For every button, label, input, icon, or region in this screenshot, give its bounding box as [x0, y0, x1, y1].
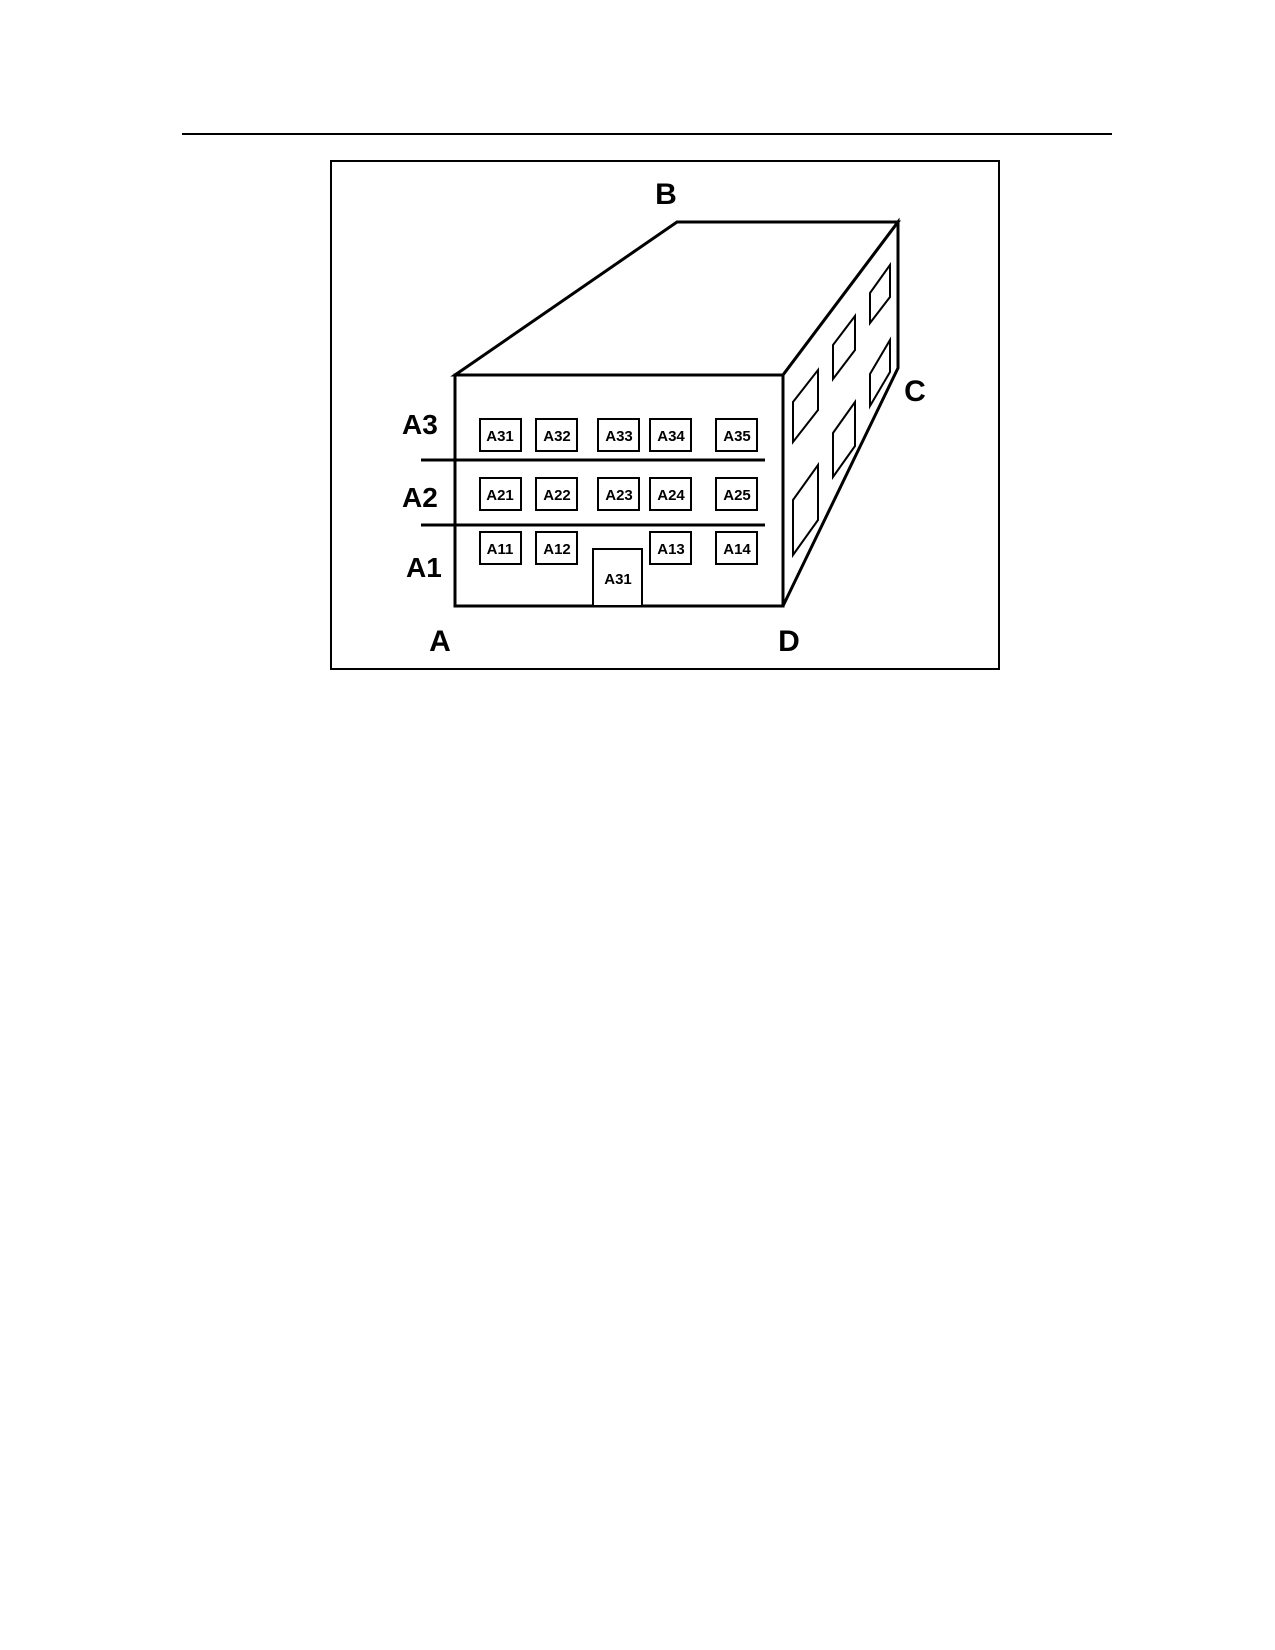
floor-label-a3: A3	[402, 409, 438, 440]
room-label: A31	[486, 428, 514, 445]
room-box	[535, 477, 578, 511]
room-box	[479, 418, 522, 452]
side-window	[869, 336, 891, 410]
room-label: A13	[657, 541, 685, 558]
room-label: A12	[543, 541, 571, 558]
side-window	[832, 313, 856, 382]
entrance-door	[592, 548, 643, 607]
floor-1-rooms: A11 A12 A13 A14 A31	[479, 531, 758, 607]
corner-label-c: C	[904, 375, 926, 408]
corner-label-d: D	[778, 625, 800, 658]
corner-label-b: B	[655, 178, 677, 211]
room-box	[535, 418, 578, 452]
side-window	[792, 461, 819, 559]
room-label: A35	[723, 428, 751, 445]
room-label: A22	[543, 487, 571, 504]
room-label: A23	[605, 487, 633, 504]
room-box	[535, 531, 578, 565]
room-label: A25	[723, 487, 751, 504]
entrance-label: A31	[604, 571, 632, 588]
room-box	[597, 418, 640, 452]
room-box	[649, 418, 692, 452]
room-label: A14	[723, 541, 751, 558]
room-box	[479, 531, 522, 565]
room-label: A33	[605, 428, 633, 445]
room-box	[649, 531, 692, 565]
room-box	[715, 477, 758, 511]
room-label: A11	[487, 541, 514, 558]
figure-frame	[330, 160, 1000, 670]
floor-label-a2: A2	[402, 482, 438, 513]
room-label: A24	[657, 487, 685, 504]
floor-2-rooms: A21 A22 A23 A24 A25	[479, 477, 758, 511]
side-window	[832, 398, 856, 481]
side-window	[869, 261, 891, 326]
room-box	[715, 418, 758, 452]
room-box	[479, 477, 522, 511]
floor-3-rooms: A31 A32 A33 A34 A35	[479, 418, 758, 452]
room-label: A34	[657, 428, 685, 445]
top-horizontal-rule	[182, 133, 1112, 135]
room-box	[715, 531, 758, 565]
corner-label-a: A	[429, 625, 451, 658]
side-windows	[792, 261, 891, 559]
side-window	[792, 367, 819, 445]
room-box	[597, 477, 640, 511]
room-box	[649, 477, 692, 511]
room-label: A21	[486, 487, 514, 504]
room-label: A32	[543, 428, 571, 445]
floor-label-a1: A1	[406, 552, 442, 583]
